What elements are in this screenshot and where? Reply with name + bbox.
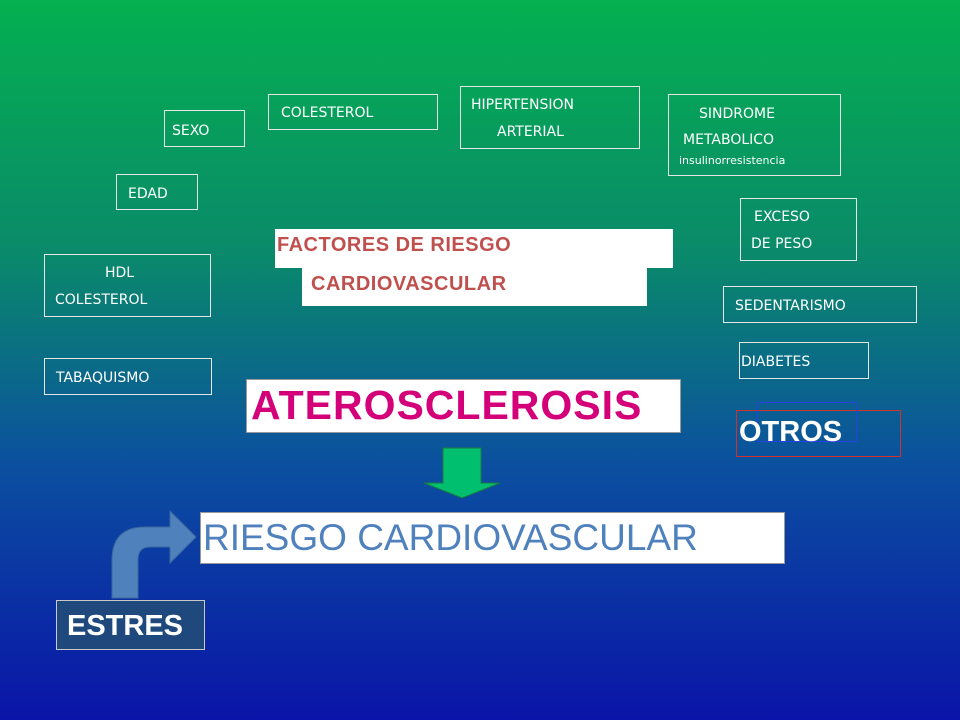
factor-colesterol: COLESTEROL	[268, 94, 438, 130]
factor-hipertension: HIPERTENSION ARTERIAL	[460, 86, 640, 149]
factor-sindrome-line3: insulinorresistencia	[679, 154, 786, 167]
factor-diabetes: DIABETES	[739, 342, 869, 379]
factor-edad-label: EDAD	[128, 186, 168, 202]
aterosclerosis-label: ATEROSCLEROSIS	[251, 382, 643, 428]
title-line1: FACTORES DE RIESGO	[277, 234, 512, 256]
factor-otros-label: OTROS	[739, 416, 843, 448]
factor-sindrome-metabolico: SINDROME METABOLICO insulinorresistencia	[668, 94, 841, 176]
title-line1-box: FACTORES DE RIESGO	[275, 229, 673, 268]
result-label: RIESGO CARDIOVASCULAR	[203, 517, 698, 558]
factor-sexo-label: SEXO	[172, 123, 210, 139]
title-line2-box: CARDIOVASCULAR	[302, 268, 647, 306]
title-line2: CARDIOVASCULAR	[311, 273, 507, 295]
result-box: RIESGO CARDIOVASCULAR	[200, 512, 785, 564]
factor-otros: OTROS	[736, 402, 901, 457]
factor-tabaquismo-label: TABAQUISMO	[56, 370, 150, 386]
factor-diabetes-label: DIABETES	[741, 354, 811, 370]
factor-hipertension-line1: HIPERTENSION	[471, 97, 575, 113]
estres-box: ESTRES	[56, 600, 205, 650]
factor-hdl-line2: COLESTEROL	[55, 292, 148, 308]
factor-colesterol-label: COLESTEROL	[281, 105, 374, 121]
factor-hdl-line1: HDL	[105, 265, 135, 281]
factor-exceso-peso: EXCESO DE PESO	[740, 198, 857, 261]
factor-hdl-colesterol: HDL COLESTEROL	[44, 254, 211, 317]
estres-label: ESTRES	[67, 610, 184, 642]
down-arrow	[423, 447, 501, 499]
factor-sedentarismo: SEDENTARISMO	[723, 286, 917, 323]
factor-exceso-line1: EXCESO	[754, 209, 810, 225]
factor-sedentarismo-label: SEDENTARISMO	[735, 298, 846, 314]
factor-edad: EDAD	[116, 174, 198, 210]
factor-tabaquismo: TABAQUISMO	[44, 358, 212, 395]
aterosclerosis-box: ATEROSCLEROSIS	[246, 379, 681, 433]
factor-sindrome-line2: METABOLICO	[683, 132, 775, 148]
factor-sindrome-line1: SINDROME	[699, 106, 775, 122]
curved-arrow	[111, 509, 197, 599]
factor-hipertension-line2: ARTERIAL	[497, 124, 564, 140]
otros-inner-frame	[757, 402, 857, 442]
factor-sexo: SEXO	[164, 110, 245, 147]
factor-exceso-line2: DE PESO	[751, 236, 813, 252]
